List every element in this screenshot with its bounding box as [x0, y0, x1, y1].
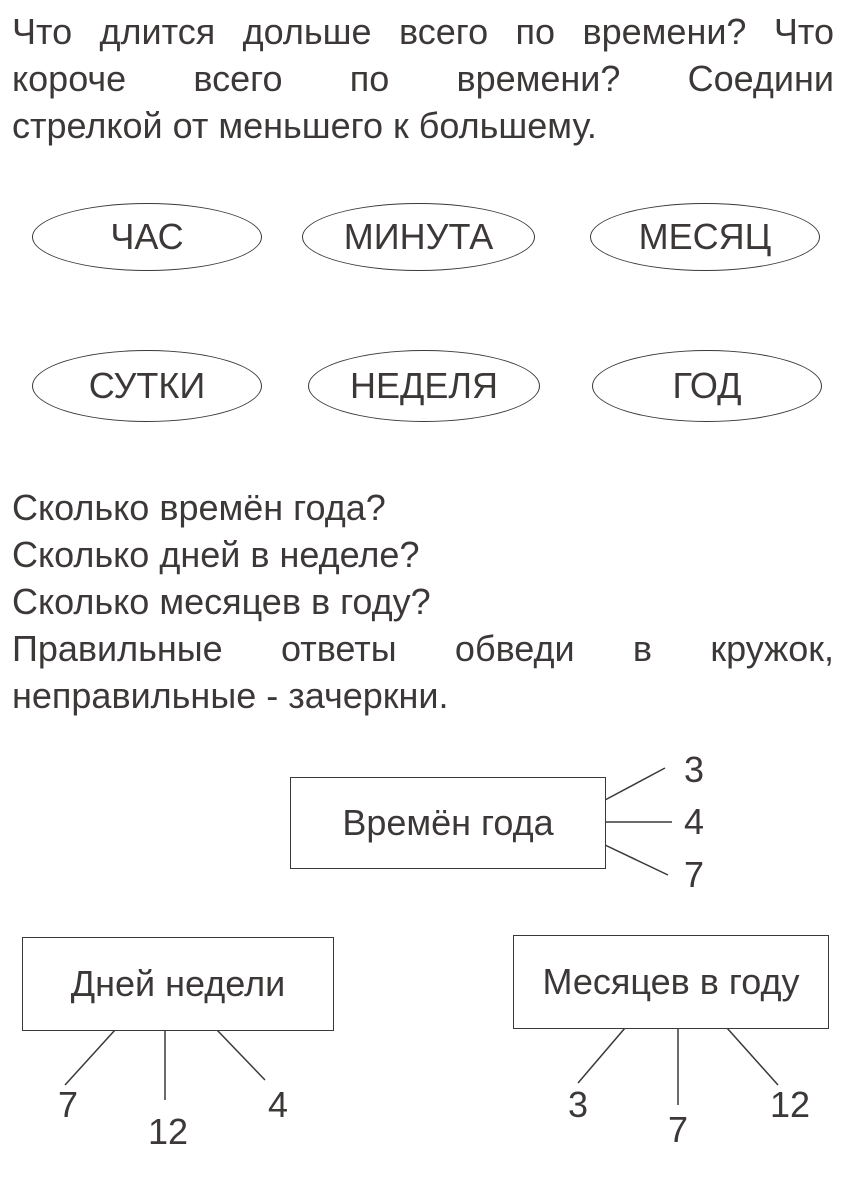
instruction-line: стрелкой от меньшего к большему.	[12, 105, 597, 146]
connector-line	[216, 1029, 266, 1081]
option-number[interactable]: 7	[57, 1084, 79, 1125]
option-number[interactable]: 4	[683, 801, 705, 842]
oval-year[interactable]: ГОД	[592, 350, 822, 422]
connector-line	[726, 1027, 779, 1086]
task2-instructions: Сколько времён года? Сколько дней в неде…	[12, 484, 834, 719]
connector-line	[604, 844, 669, 876]
instruction-line: Сколько дней в неделе?	[12, 534, 420, 575]
instruction-line: короче всего по времени? Соедини	[12, 58, 834, 99]
box-seasons: Времён года	[290, 777, 606, 869]
oval-week[interactable]: НЕДЕЛЯ	[308, 350, 540, 422]
option-number[interactable]: 7	[683, 854, 705, 895]
option-number[interactable]: 4	[267, 1084, 289, 1125]
instruction-line: Сколько времён года?	[12, 487, 386, 528]
instruction-line: Правильные ответы обведи в кружок,	[12, 628, 834, 669]
connector-line	[604, 767, 666, 801]
option-number[interactable]: 3	[683, 749, 705, 790]
instruction-line: Сколько месяцев в году?	[12, 581, 431, 622]
oval-day[interactable]: СУТКИ	[32, 350, 262, 422]
box-months: Месяцев в году	[513, 935, 829, 1029]
connector-line	[64, 1029, 116, 1086]
instruction-line: Что длится дольше всего по времени? Что	[12, 11, 834, 52]
instruction-line: неправильные - зачеркни.	[12, 675, 449, 716]
oval-hour[interactable]: ЧАС	[32, 203, 262, 271]
task1-instructions: Что длится дольше всего по времени? Что …	[12, 8, 834, 149]
option-number[interactable]: 12	[147, 1111, 189, 1152]
option-number[interactable]: 7	[667, 1109, 689, 1150]
option-number[interactable]: 3	[567, 1084, 589, 1125]
oval-month[interactable]: МЕСЯЦ	[590, 203, 820, 271]
option-number[interactable]: 12	[769, 1084, 811, 1125]
oval-minute[interactable]: МИНУТА	[302, 203, 535, 271]
connector-line	[577, 1027, 626, 1084]
box-week-days: Дней недели	[22, 937, 334, 1031]
